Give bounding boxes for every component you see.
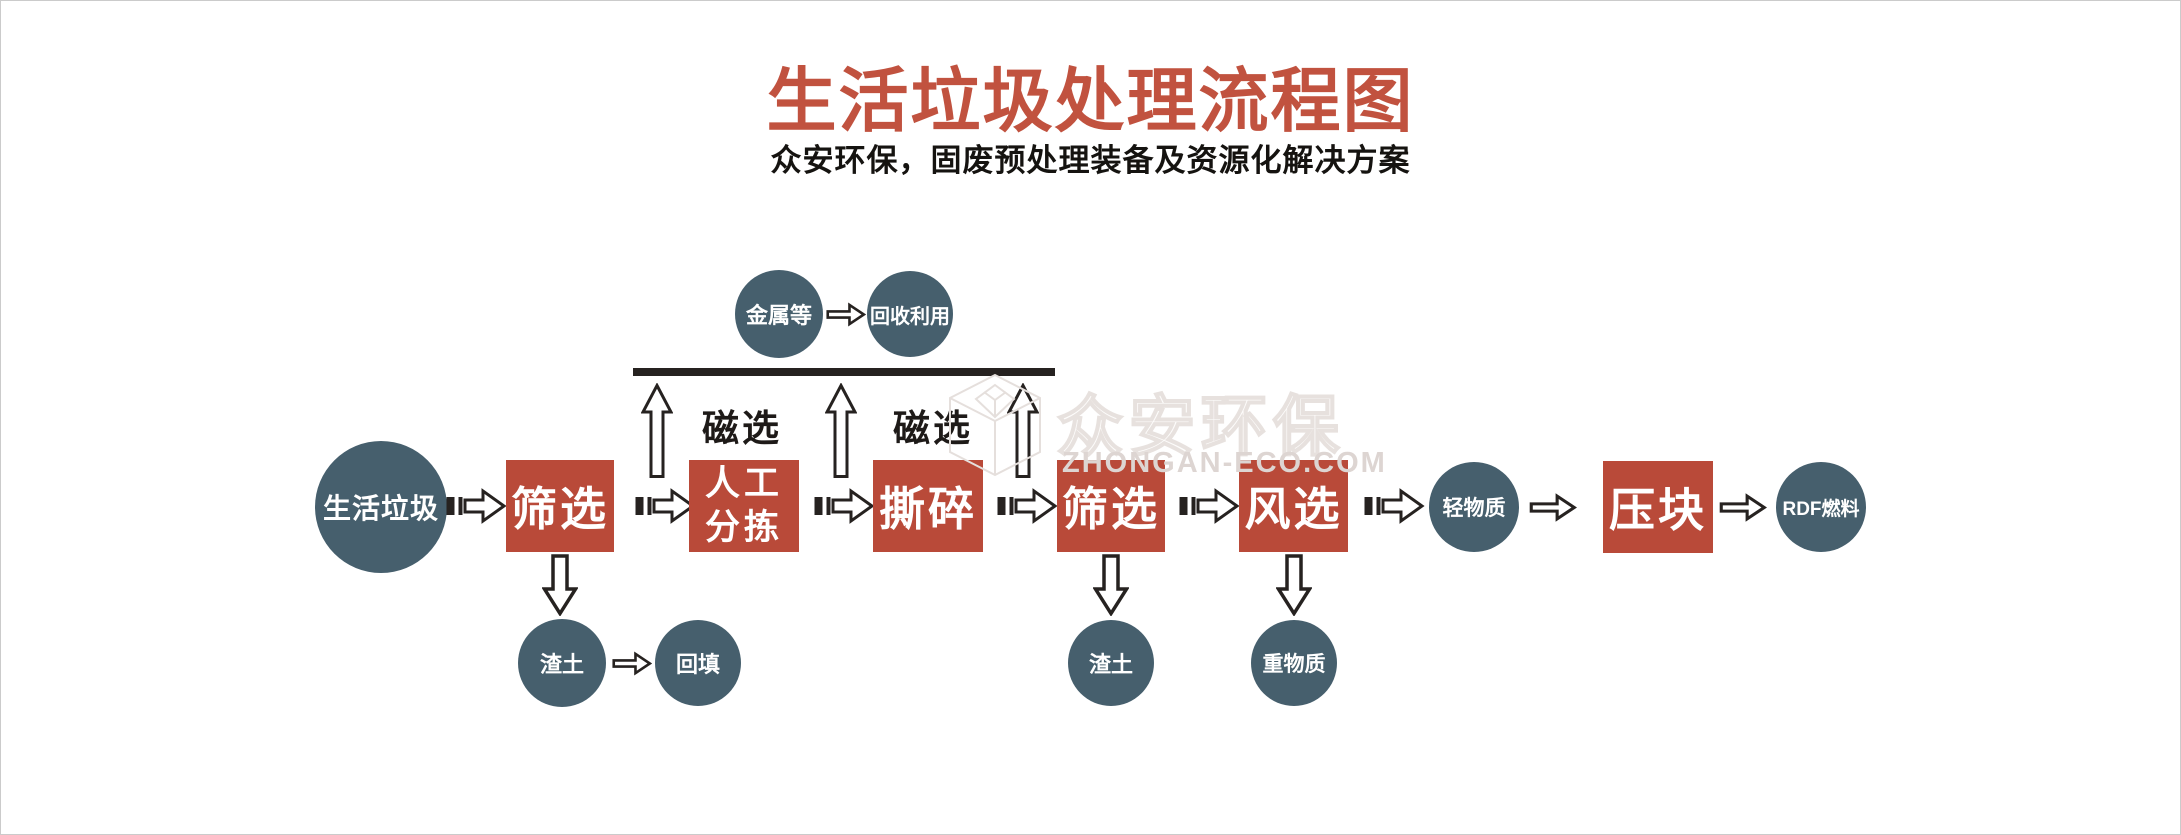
page-title: 生活垃圾处理流程图 <box>766 62 1415 140</box>
striped-right-arrow-icon <box>813 487 875 525</box>
up-arrow-icon <box>825 383 857 479</box>
box-manual-sorting-line1: 人工 <box>704 463 783 503</box>
box-screening-1-label: 筛选 <box>511 483 609 535</box>
circle-backfill-label: 回填 <box>675 652 720 677</box>
circle-slag-1: 渣土 <box>518 619 606 707</box>
circle-metals: 金属等 <box>735 270 823 358</box>
collector-line <box>633 368 1055 376</box>
start-circle-label: 生活垃圾 <box>322 493 439 524</box>
up-arrow-icon <box>641 383 673 479</box>
box-screening-2: 筛选 <box>1057 460 1165 552</box>
box-screening-2-label: 筛选 <box>1062 483 1160 535</box>
right-arrow-icon <box>1719 493 1767 522</box>
down-arrow-icon <box>1093 554 1129 616</box>
start-circle-household-waste: 生活垃圾 <box>315 441 447 573</box>
circle-slag-2: 渣土 <box>1068 620 1154 706</box>
striped-right-arrow-icon <box>634 487 696 525</box>
box-air-separation-label: 风选 <box>1244 483 1343 535</box>
circle-heavy-matter-label: 重物质 <box>1262 653 1326 676</box>
striped-right-arrow-icon <box>445 487 507 525</box>
circle-heavy-matter: 重物质 <box>1251 620 1337 706</box>
box-briquetting-label: 压块 <box>1609 484 1707 536</box>
up-arrow-icon <box>1007 383 1039 479</box>
page-subtitle: 众安环保，固废预处理装备及资源化解决方案 <box>770 143 1411 178</box>
circle-slag-2-label: 渣土 <box>1088 652 1133 677</box>
box-shredding: 撕碎 <box>873 460 983 552</box>
striped-right-arrow-icon <box>1363 487 1425 525</box>
circle-recycling: 回收利用 <box>867 271 953 357</box>
striped-right-arrow-icon <box>1178 487 1240 525</box>
circle-light-matter-label: 轻物质 <box>1442 497 1506 520</box>
label-magnetic-separation-2: 磁选 <box>893 408 973 449</box>
label-magnetic-separation-1: 磁选 <box>702 408 782 449</box>
circle-rdf-fuel-label: RDF燃料 <box>1782 498 1860 520</box>
watermark-cn-text: 众安环保 <box>1056 388 1345 464</box>
box-manual-sorting: 人工 分拣 <box>689 460 799 552</box>
circle-recycling-label: 回收利用 <box>870 305 950 328</box>
circle-metals-label: 金属等 <box>745 303 812 328</box>
box-shredding-label: 撕碎 <box>879 483 977 535</box>
box-briquetting: 压块 <box>1603 461 1713 553</box>
right-arrow-icon <box>612 650 652 677</box>
circle-backfill: 回填 <box>655 620 741 706</box>
down-arrow-icon <box>542 554 578 616</box>
box-manual-sorting-line2: 分拣 <box>704 508 783 547</box>
box-air-separation: 风选 <box>1239 460 1348 552</box>
circle-slag-1-label: 渣土 <box>539 652 584 677</box>
right-arrow-icon <box>826 301 866 328</box>
down-arrow-icon <box>1276 554 1312 616</box>
circle-rdf-fuel: RDF燃料 <box>1776 462 1866 552</box>
striped-right-arrow-icon <box>996 487 1058 525</box>
circle-light-matter: 轻物质 <box>1429 462 1519 552</box>
right-arrow-icon <box>1529 493 1577 522</box>
box-screening-1: 筛选 <box>506 460 614 552</box>
